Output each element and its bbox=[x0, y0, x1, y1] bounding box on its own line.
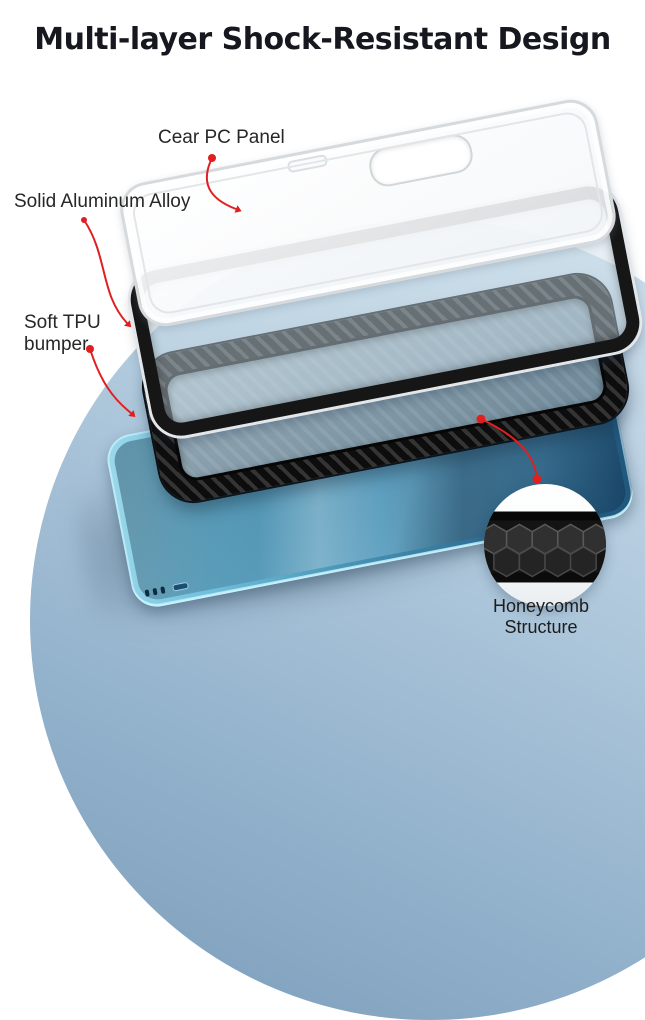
arrowhead-icon bbox=[124, 320, 132, 328]
honeycomb-inset bbox=[484, 484, 606, 606]
callout-line-alloy bbox=[83, 219, 128, 324]
speaker-hole-icon bbox=[160, 586, 166, 594]
page-title: Multi-layer Shock-Resistant Design bbox=[34, 22, 611, 57]
hexagon-cells-lower bbox=[493, 546, 597, 578]
callout-dot-icon bbox=[208, 154, 216, 162]
callout-label-tpu-bumper: Soft TPU bumper bbox=[24, 312, 101, 355]
honeycomb-texture bbox=[484, 511, 606, 583]
callout-dot-icon bbox=[81, 217, 87, 223]
camera-cutout bbox=[366, 131, 476, 190]
product-infographic: { "header": { "title": "Multi-layer Shoc… bbox=[0, 0, 645, 645]
callout-label-clear-pc-panel: Cear PC Panel bbox=[158, 127, 285, 148]
speaker-hole-icon bbox=[144, 589, 150, 597]
callout-label-honeycomb: Honeycomb Structure bbox=[492, 596, 590, 637]
button-slot bbox=[286, 153, 329, 174]
callout-label-aluminum-alloy: Solid Aluminum Alloy bbox=[14, 191, 191, 212]
speaker-hole-icon bbox=[152, 587, 158, 596]
